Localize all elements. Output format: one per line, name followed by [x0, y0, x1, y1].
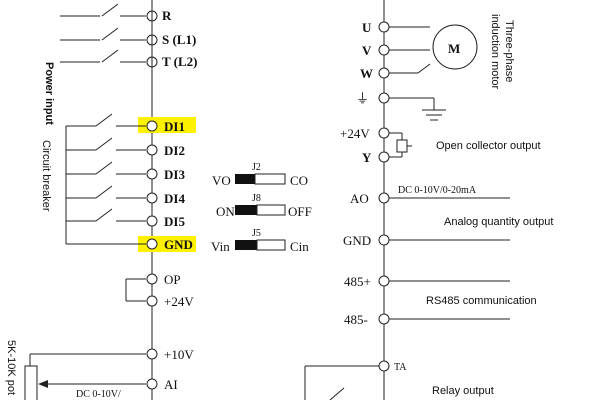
terminal-r-label: R [162, 8, 172, 23]
terminal-di5 [146, 215, 158, 227]
ao-note: Analog quantity output [444, 216, 553, 228]
terminal-24v-right-label: +24V [340, 126, 370, 141]
terminal-s-label: S (L1) [162, 32, 196, 47]
terminal-485p-label: 485+ [344, 274, 371, 289]
pot-body [24, 365, 38, 400]
terminal-ao-label: AO [350, 191, 369, 206]
terminal-di3 [146, 168, 158, 180]
terminal-di2-label: DI2 [164, 143, 185, 158]
jumper-j2: J2 VO CO [212, 162, 308, 188]
power-input-label: Power input [43, 62, 55, 125]
jumper-j5-right: Cin [290, 239, 309, 254]
ai-note: DC 0-10V/ [76, 389, 121, 400]
terminal-op [146, 273, 158, 285]
motor-label-line2: induction motor [489, 14, 501, 90]
jumper-j8-name: J8 [252, 193, 261, 204]
jumper-j5-left: Vin [211, 239, 230, 254]
jumper-j2-left: VO [212, 173, 231, 188]
terminal-ao [378, 192, 390, 204]
terminal-di1 [146, 120, 158, 132]
terminal-di4 [146, 192, 158, 204]
motor-symbol-label: M [448, 41, 460, 56]
terminal-10v [146, 348, 158, 360]
terminal-t-label: T (L2) [162, 54, 198, 69]
terminal-di4-label: DI4 [164, 191, 185, 206]
terminal-v-label: V [362, 43, 372, 58]
terminal-di2 [146, 144, 158, 156]
terminal-gnd-right-label: GND [343, 233, 371, 248]
oc-load [396, 139, 408, 153]
terminal-ai [146, 378, 158, 390]
jumper-j8-left: ON [216, 204, 235, 219]
oc-note: Open collector output [436, 140, 541, 152]
jumper-j2-right: CO [290, 173, 308, 188]
jumper-j5-name: J5 [252, 228, 261, 239]
terminal-24v-left [146, 295, 158, 307]
di-switches [66, 113, 146, 245]
terminal-gnd-left [146, 238, 158, 250]
terminal-ta-label: TA [394, 362, 407, 373]
power-input-switches [60, 3, 146, 63]
terminal-gnd-left-label: GND [164, 237, 193, 252]
pot-label: 5K-10K pot [5, 340, 17, 395]
jumper-j8: J8 ON OFF [216, 193, 312, 219]
jumper-j8-right: OFF [288, 204, 312, 219]
pot-arrow [38, 380, 48, 388]
earth-icon: ⏚ [356, 91, 369, 106]
terminal-op-label: OP [164, 272, 181, 287]
terminal-24v-right [378, 127, 390, 139]
terminal-y [378, 151, 390, 163]
motor-symbol [432, 24, 478, 70]
terminal-ta [378, 360, 390, 372]
terminal-485n [378, 313, 390, 325]
terminal-gnd-right [378, 234, 390, 246]
terminal-w [378, 67, 390, 79]
terminal-ai-label: AI [164, 377, 178, 392]
jumper-j5: J5 Vin Cin [211, 228, 309, 254]
terminal-485n-label: 485- [344, 312, 368, 327]
relay-note: Relay output [432, 385, 494, 397]
terminal-u [378, 21, 390, 33]
terminal-y-label: Y [362, 150, 372, 165]
jumper-j2-name: J2 [252, 162, 261, 173]
terminal-earth [378, 92, 390, 104]
terminal-v [378, 44, 390, 56]
terminal-485p [378, 275, 390, 287]
motor-label-line1: Three-phase [503, 20, 515, 82]
terminal-di1-label: DI1 [164, 119, 185, 134]
rs485-note: RS485 communication [426, 295, 537, 307]
terminal-w-label: W [360, 66, 373, 81]
terminal-di5-label: DI5 [164, 214, 185, 229]
terminal-10v-label: +10V [164, 347, 194, 362]
terminal-u-label: U [362, 20, 372, 35]
circuit-breaker-label: Circuit breaker [40, 140, 52, 212]
terminal-di3-label: DI3 [164, 167, 185, 182]
ao-range: DC 0-10V/0-20mA [398, 185, 477, 196]
terminal-24v-left-label: +24V [164, 294, 194, 309]
